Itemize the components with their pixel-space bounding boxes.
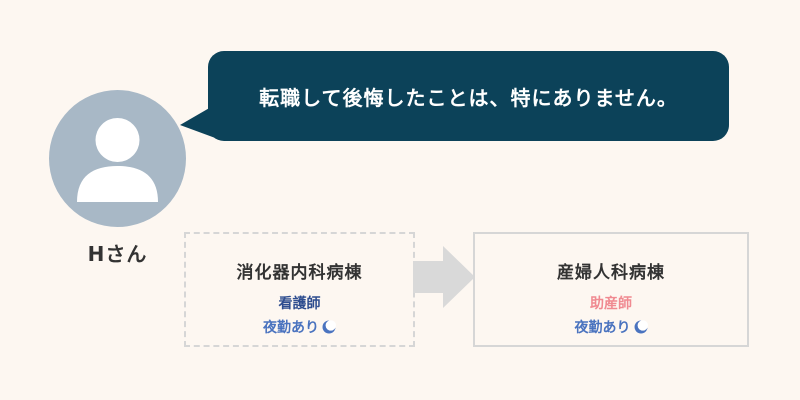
after-shift-row: 夜勤あり <box>475 317 747 337</box>
before-role: 看護師 <box>278 296 321 312</box>
moon-icon <box>634 320 648 334</box>
after-role: 助産師 <box>590 296 632 312</box>
after-ward-name: 産婦人科病棟 <box>557 263 665 283</box>
person-name: Hさん <box>87 242 148 266</box>
speech-text: 転職して後悔したことは、特にありません。 <box>259 85 678 110</box>
after-job-card: 産婦人科病棟 助産師 夜勤あり <box>473 232 749 347</box>
speech-bubble: 転職して後悔したことは、特にありません。 <box>208 51 729 141</box>
after-shift-label: 夜勤あり <box>574 320 631 336</box>
before-shift-label: 夜勤あり <box>263 320 319 336</box>
before-shift-row: 夜勤あり <box>186 317 413 337</box>
before-job-card: 消化器内科病棟 看護師 夜勤あり <box>184 232 415 347</box>
moon-icon <box>322 320 336 334</box>
avatar <box>49 90 186 227</box>
person-silhouette-icon <box>77 118 158 202</box>
right-arrow-icon <box>413 246 475 308</box>
before-ward-name: 消化器内科病棟 <box>236 263 363 283</box>
